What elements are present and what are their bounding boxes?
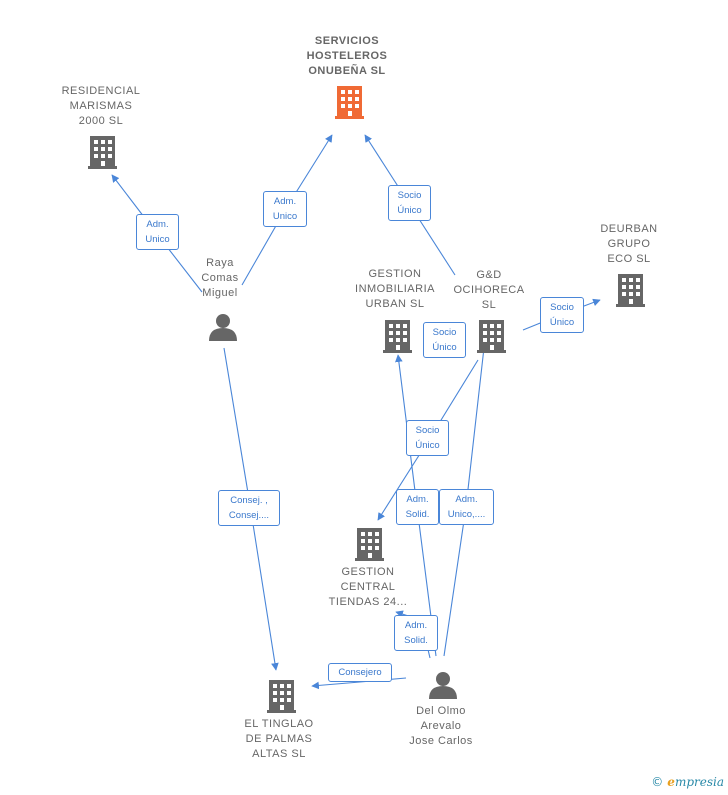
edge-label-delolmo-gd[interactable]: Adm. Unico,.... (439, 489, 494, 525)
edge-label-delolmo-gestion-inmobiliaria[interactable]: Adm. Solid. (396, 489, 439, 525)
node-label-servicios[interactable]: SERVICIOS HOSTELEROS ONUBEÑA SL (306, 35, 388, 77)
node-label-raya[interactable]: Raya Comas Miguel (201, 257, 239, 299)
building-icon[interactable] (477, 320, 506, 353)
person-icon[interactable] (209, 314, 237, 341)
empresia-logo: ©empresia (651, 775, 724, 789)
node-label-gd-ocihoreca[interactable]: G&D OCIHORECA SL (453, 269, 525, 311)
edge-label-raya-residencial[interactable]: Adm. Unico (136, 214, 179, 250)
edge-label-gd-deurban[interactable]: Socio Único (540, 297, 584, 333)
brand-initial: e (667, 775, 675, 789)
building-icon[interactable] (383, 320, 412, 353)
building-icon[interactable] (616, 274, 645, 307)
node-label-deurban[interactable]: DEURBAN GRUPO ECO SL (600, 223, 658, 265)
edge-label-delolmo-gestion-central[interactable]: Adm. Solid. (394, 615, 438, 651)
edge-label-gd-servicios[interactable]: Socio Único (388, 185, 431, 221)
building-icon[interactable] (88, 136, 117, 169)
node-label-delolmo[interactable]: Del Olmo Arevalo Jose Carlos (409, 705, 473, 747)
edge-label-gd-gestion-central[interactable]: Socio Único (406, 420, 449, 456)
edge-label-gd-gestion-inmobiliaria[interactable]: Socio Único (423, 322, 466, 358)
building-icon[interactable] (267, 680, 296, 713)
node-label-residencial[interactable]: RESIDENCIAL MARISMAS 2000 SL (61, 85, 141, 127)
building-icon[interactable] (355, 528, 384, 561)
edge-label-delolmo-tinglao[interactable]: Consejero (328, 663, 392, 682)
copyright-icon: © (651, 775, 664, 789)
node-label-gestion-central[interactable]: GESTION CENTRAL TIENDAS 24... (328, 566, 408, 608)
building-icon[interactable] (335, 86, 364, 119)
person-icon[interactable] (429, 672, 457, 699)
node-label-gestion-inmobiliaria[interactable]: GESTION INMOBILIARIA URBAN SL (355, 268, 435, 310)
edge-label-raya-servicios[interactable]: Adm. Unico (263, 191, 307, 227)
edge-label-raya-tinglao[interactable]: Consej. , Consej.... (218, 490, 280, 526)
brand-name: mpresia (674, 775, 724, 789)
node-label-tinglao[interactable]: EL TINGLAO DE PALMAS ALTAS SL (244, 718, 314, 760)
